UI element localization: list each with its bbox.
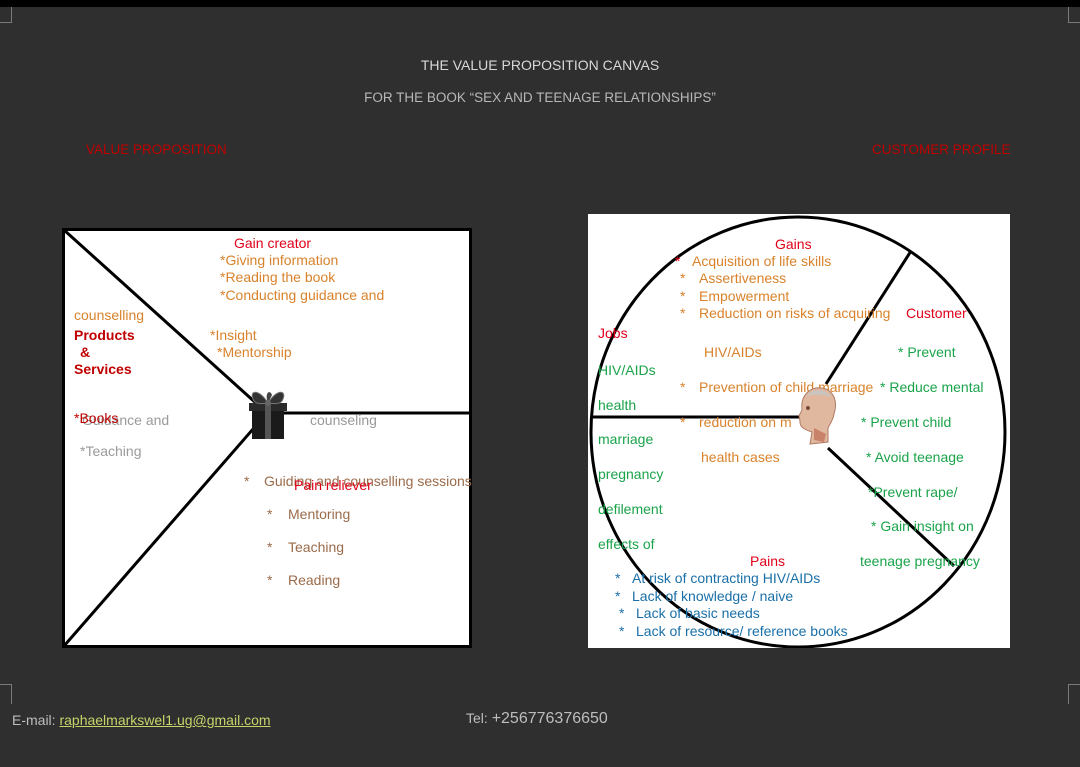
gains-item: Acquisition of life skills	[692, 253, 832, 269]
pains-title: Pains	[750, 553, 786, 569]
gains-item: Empowerment	[699, 288, 790, 304]
pain-reliever-bullet: *	[267, 572, 273, 588]
gain-creator-item: *Reading the book	[220, 269, 336, 285]
pain-reliever-item: Mentoring	[288, 506, 351, 522]
pains-item: At risk of contracting HIV/AIDs	[632, 570, 821, 586]
customer-item: * Reduce mental	[880, 379, 984, 395]
gains-item: reduction on m	[699, 414, 792, 430]
jobs-title: Jobs	[598, 325, 628, 341]
customer-profile-lines	[589, 215, 1007, 648]
gain-creator-item: *Mentorship	[217, 344, 292, 360]
gift-box-icon	[249, 391, 287, 439]
pains-item: Lack of knowledge / naive	[632, 588, 794, 604]
pain-reliever-bullet: *	[267, 506, 273, 522]
customer-item: teenage pregnancy	[860, 553, 980, 569]
pains-item: Lack of resource/ reference books	[636, 623, 848, 639]
gain-creator-item: *Giving information	[220, 252, 339, 268]
tel-number: +256776376650	[491, 710, 608, 727]
pain-reliever-item: Reading	[288, 572, 341, 588]
customer-item: * Gain insight on	[871, 518, 974, 534]
gains-bullet: *	[680, 288, 686, 304]
products-item: *Teaching	[80, 443, 142, 459]
gains-bullet: *	[675, 253, 681, 269]
gains-item: HIV/AIDs	[704, 344, 762, 360]
gain-creator-item: *Insight	[210, 327, 257, 343]
pain-reliever-item: Guiding and counselling sessions	[264, 473, 472, 489]
gain-creator-title: Gain creator	[234, 235, 312, 251]
gains-bullet: *	[680, 414, 686, 430]
jobs-item: health	[598, 397, 637, 413]
gain-creator-item: *Conducting guidance and	[220, 287, 385, 303]
human-head-icon	[798, 387, 836, 445]
products-item: counseling	[310, 412, 377, 428]
top-bar	[0, 0, 1080, 7]
gains-bullet: *	[680, 379, 686, 395]
products-title: Products	[74, 327, 135, 343]
customer-profile-card: Gains * Acquisition of life skills * Ass…	[588, 214, 1010, 648]
pains-item: Lack of basic needs	[636, 605, 760, 621]
jobs-item: marriage	[598, 431, 654, 447]
products-item-books: *Books	[74, 410, 119, 426]
pains-bullet: *	[615, 588, 621, 604]
pains-bullet: *	[615, 570, 621, 586]
email-label: E-mail:	[12, 712, 56, 728]
page-subtitle: FOR THE BOOK “SEX AND TEENAGE RELATIONSH…	[364, 90, 716, 105]
crop-mark-bottom-left	[0, 684, 12, 704]
pains-bullet: *	[619, 623, 625, 639]
gains-bullet: *	[680, 305, 686, 321]
email-link[interactable]: raphaelmarkswel1.ug@gmail.com	[59, 712, 271, 728]
pain-reliever-item: Teaching	[288, 539, 345, 555]
pain-reliever-bullet: *	[244, 473, 250, 489]
gains-item: Reduction on risks of acquiring	[699, 305, 891, 321]
jobs-item: pregnancy	[598, 466, 664, 482]
customer-item: * Prevent	[898, 344, 956, 360]
jobs-item: effects of	[598, 536, 655, 552]
page-title: THE VALUE PROPOSITION CANVAS	[420, 57, 660, 73]
value-map-card: Gain creator *Giving information *Readin…	[62, 228, 472, 648]
footer-email: E-mail: raphaelmarkswel1.ug@gmail.com	[12, 712, 271, 728]
value-proposition-label: VALUE PROPOSITION	[86, 142, 227, 157]
gains-item: health cases	[701, 449, 780, 465]
products-overflow-text: counselling	[74, 307, 145, 323]
jobs-item: defilement	[598, 501, 663, 517]
products-title-amp: &	[80, 344, 91, 360]
crop-mark-top-left	[0, 7, 12, 23]
value-map-lines	[62, 228, 472, 648]
customer-item: * Avoid teenage	[866, 449, 964, 465]
jobs-item: HIV/AIDs	[598, 362, 656, 378]
crop-mark-top-right	[1068, 7, 1080, 23]
pain-reliever-bullet: *	[267, 539, 273, 555]
services-title: Services	[74, 361, 132, 377]
customer-title: Customer	[906, 305, 967, 321]
customer-profile-label: CUSTOMER PROFILE	[872, 142, 1011, 157]
gains-title: Gains	[775, 236, 812, 252]
gains-item: Assertiveness	[699, 270, 787, 286]
tel-label: Tel:	[466, 710, 488, 726]
footer-tel: Tel: +256776376650	[466, 710, 608, 728]
crop-mark-bottom-right	[1068, 684, 1080, 704]
products-item: Guidance and	[82, 412, 170, 428]
gains-bullet: *	[680, 270, 686, 286]
customer-item: * Prevent child	[861, 414, 952, 430]
customer-item: *Prevent rape/	[868, 484, 958, 500]
pains-bullet: *	[619, 605, 625, 621]
gains-item: Prevention of child marriage	[699, 379, 874, 395]
pain-reliever-title: Pain reliever	[294, 477, 372, 493]
